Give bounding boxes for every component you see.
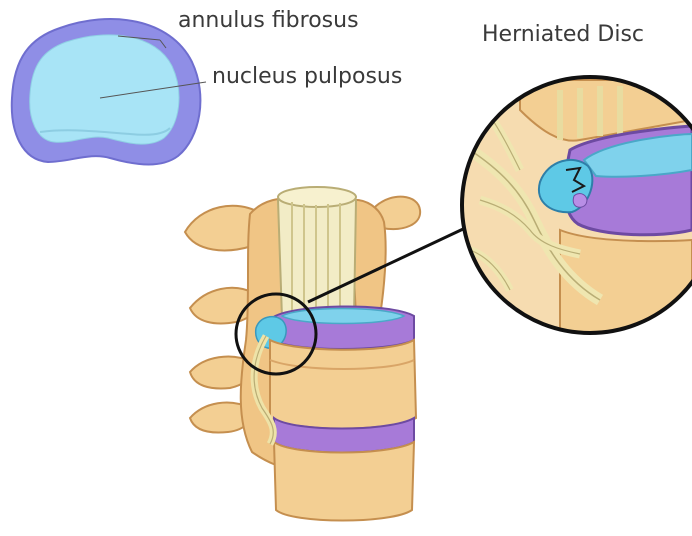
disc-cross-section-icon	[12, 19, 206, 164]
herniated-disc-title: Herniated Disc	[482, 24, 644, 46]
magnifier-circle	[462, 77, 692, 333]
nucleus-pulposus-label: nucleus pulposus	[212, 66, 402, 88]
lumbar-spine-illustration	[185, 187, 478, 521]
annulus-fibrosus-label: annulus fibrosus	[178, 10, 359, 32]
vertebral-body-lower	[274, 442, 414, 521]
vertebral-body-upper	[270, 340, 416, 429]
